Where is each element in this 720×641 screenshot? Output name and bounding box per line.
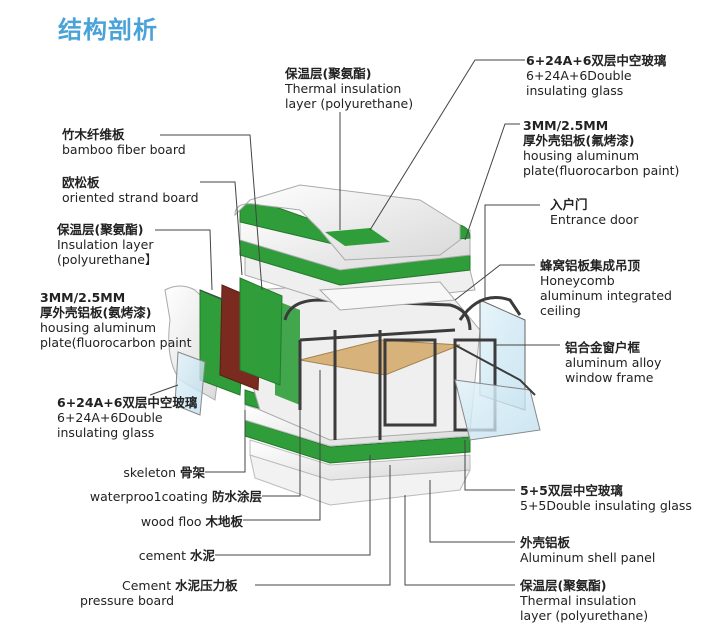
label-woodfloor-zh: 木地板 (205, 514, 243, 529)
label-window-frame-zh: 铝合金窗户框 (565, 340, 661, 355)
label-cement-board-zh: 水泥压力板 (175, 578, 238, 593)
label-bamboo-en1: bamboo fiber board (62, 142, 186, 157)
label-cement: cement 水泥 (139, 548, 215, 563)
label-alu-right-en1: housing aluminum (523, 148, 679, 163)
label-skeleton-zh: 骨架 (180, 465, 205, 480)
label-alu-right-zh2: 厚外壳铝板(氟烤漆) (523, 133, 679, 148)
label-cement-board-en1: Cement (122, 578, 171, 593)
label-osb: 欧松板 oriented strand board (62, 175, 199, 205)
label-bamboo: 竹木纤维板 bamboo fiber board (62, 127, 186, 157)
label-alu-left: 3MM/2.5MM 厚外壳铝板(氨烤漆) housing aluminum pl… (40, 290, 192, 350)
label-insulation-left: 保温层(聚氨酯) Insulation layer (polyurethane】 (57, 222, 157, 267)
label-alu-left-zh1: 3MM/2.5MM (40, 290, 192, 305)
label-window-frame-en1: aluminum alloy (565, 355, 661, 370)
label-thermal-bottom: 保温层(聚氨酯) Thermal insulation layer (polyu… (520, 578, 648, 623)
label-entrance-en1: Entrance door (550, 212, 638, 227)
label-glass-top-en1: 6+24A+6Double (526, 68, 666, 83)
label-shell-panel-en1: Aluminum shell panel (520, 550, 655, 565)
label-thermal-top-zh: 保温层(聚氨酯) (285, 66, 413, 81)
label-cement-en: cement (139, 548, 186, 563)
label-insulation-left-zh: 保温层(聚氨酯) (57, 222, 157, 237)
label-insulation-left-en1: Insulation layer (57, 237, 157, 252)
label-osb-zh: 欧松板 (62, 175, 199, 190)
label-alu-right-zh1: 3MM/2.5MM (523, 118, 679, 133)
label-thermal-bottom-en1: Thermal insulation (520, 593, 648, 608)
label-honeycomb-en1: Honeycomb (540, 273, 672, 288)
label-thermal-top-en1: Thermal insulation (285, 81, 413, 96)
label-honeycomb-en3: ceiling (540, 303, 672, 318)
label-honeycomb-zh: 蜂窝铝板集成吊顶 (540, 258, 672, 273)
label-woodfloor-en: wood floo (141, 514, 202, 529)
label-window-frame-en2: window frame (565, 370, 661, 385)
label-glass-left-zh: 6+24A+6双层中空玻璃 (57, 395, 197, 410)
label-thermal-bottom-zh: 保温层(聚氨酯) (520, 578, 648, 593)
label-glass-left: 6+24A+6双层中空玻璃 6+24A+6Double insulating g… (57, 395, 197, 440)
label-glass-left-en1: 6+24A+6Double (57, 410, 197, 425)
label-osb-en1: oriented strand board (62, 190, 199, 205)
label-skeleton: skeleton 骨架 (123, 465, 205, 480)
label-woodfloor: wood floo 木地板 (141, 514, 243, 529)
label-insulation-left-en2: (polyurethane】 (57, 252, 157, 267)
label-alu-left-zh2: 厚外壳铝板(氨烤漆) (40, 305, 192, 320)
label-waterproof-en: waterproo1coating (90, 489, 208, 504)
label-glass-55-en1: 5+5Double insulating glass (520, 498, 692, 513)
label-honeycomb-en2: aluminum integrated (540, 288, 672, 303)
label-shell-panel: 外壳铝板 Aluminum shell panel (520, 535, 655, 565)
label-cement-board-en2: pressure board (80, 593, 238, 608)
label-alu-left-en1: housing aluminum (40, 320, 192, 335)
label-cement-board: Cement 水泥压力板 pressure board (80, 578, 238, 608)
label-thermal-bottom-en2: layer (polyurethane) (520, 608, 648, 623)
label-bamboo-zh: 竹木纤维板 (62, 127, 186, 142)
label-honeycomb: 蜂窝铝板集成吊顶 Honeycomb aluminum integrated c… (540, 258, 672, 318)
label-waterproof: waterproo1coating 防水涂层 (90, 489, 262, 504)
label-shell-panel-zh: 外壳铝板 (520, 535, 655, 550)
label-alu-left-en2: plate(fluorocarbon paint (40, 335, 192, 350)
label-cement-zh: 水泥 (190, 548, 215, 563)
label-window-frame: 铝合金窗户框 aluminum alloy window frame (565, 340, 661, 385)
label-entrance: 入户门 Entrance door (550, 197, 638, 227)
label-thermal-top: 保温层(聚氨酯) Thermal insulation layer (polyu… (285, 66, 413, 111)
label-glass-top: 6+24A+6双层中空玻璃 6+24A+6Double insulating g… (526, 53, 666, 98)
label-glass-top-en2: insulating glass (526, 83, 666, 98)
label-glass-55-zh: 5+5双层中空玻璃 (520, 483, 692, 498)
label-glass-left-en2: insulating glass (57, 425, 197, 440)
label-skeleton-en: skeleton (123, 465, 176, 480)
label-alu-right: 3MM/2.5MM 厚外壳铝板(氟烤漆) housing aluminum pl… (523, 118, 679, 178)
label-entrance-zh: 入户门 (550, 197, 638, 212)
label-waterproof-zh: 防水涂层 (212, 489, 262, 504)
label-thermal-top-en2: layer (polyurethane) (285, 96, 413, 111)
label-glass-top-zh: 6+24A+6双层中空玻璃 (526, 53, 666, 68)
label-glass-55: 5+5双层中空玻璃 5+5Double insulating glass (520, 483, 692, 513)
label-alu-right-en2: plate(fluorocarbon paint) (523, 163, 679, 178)
